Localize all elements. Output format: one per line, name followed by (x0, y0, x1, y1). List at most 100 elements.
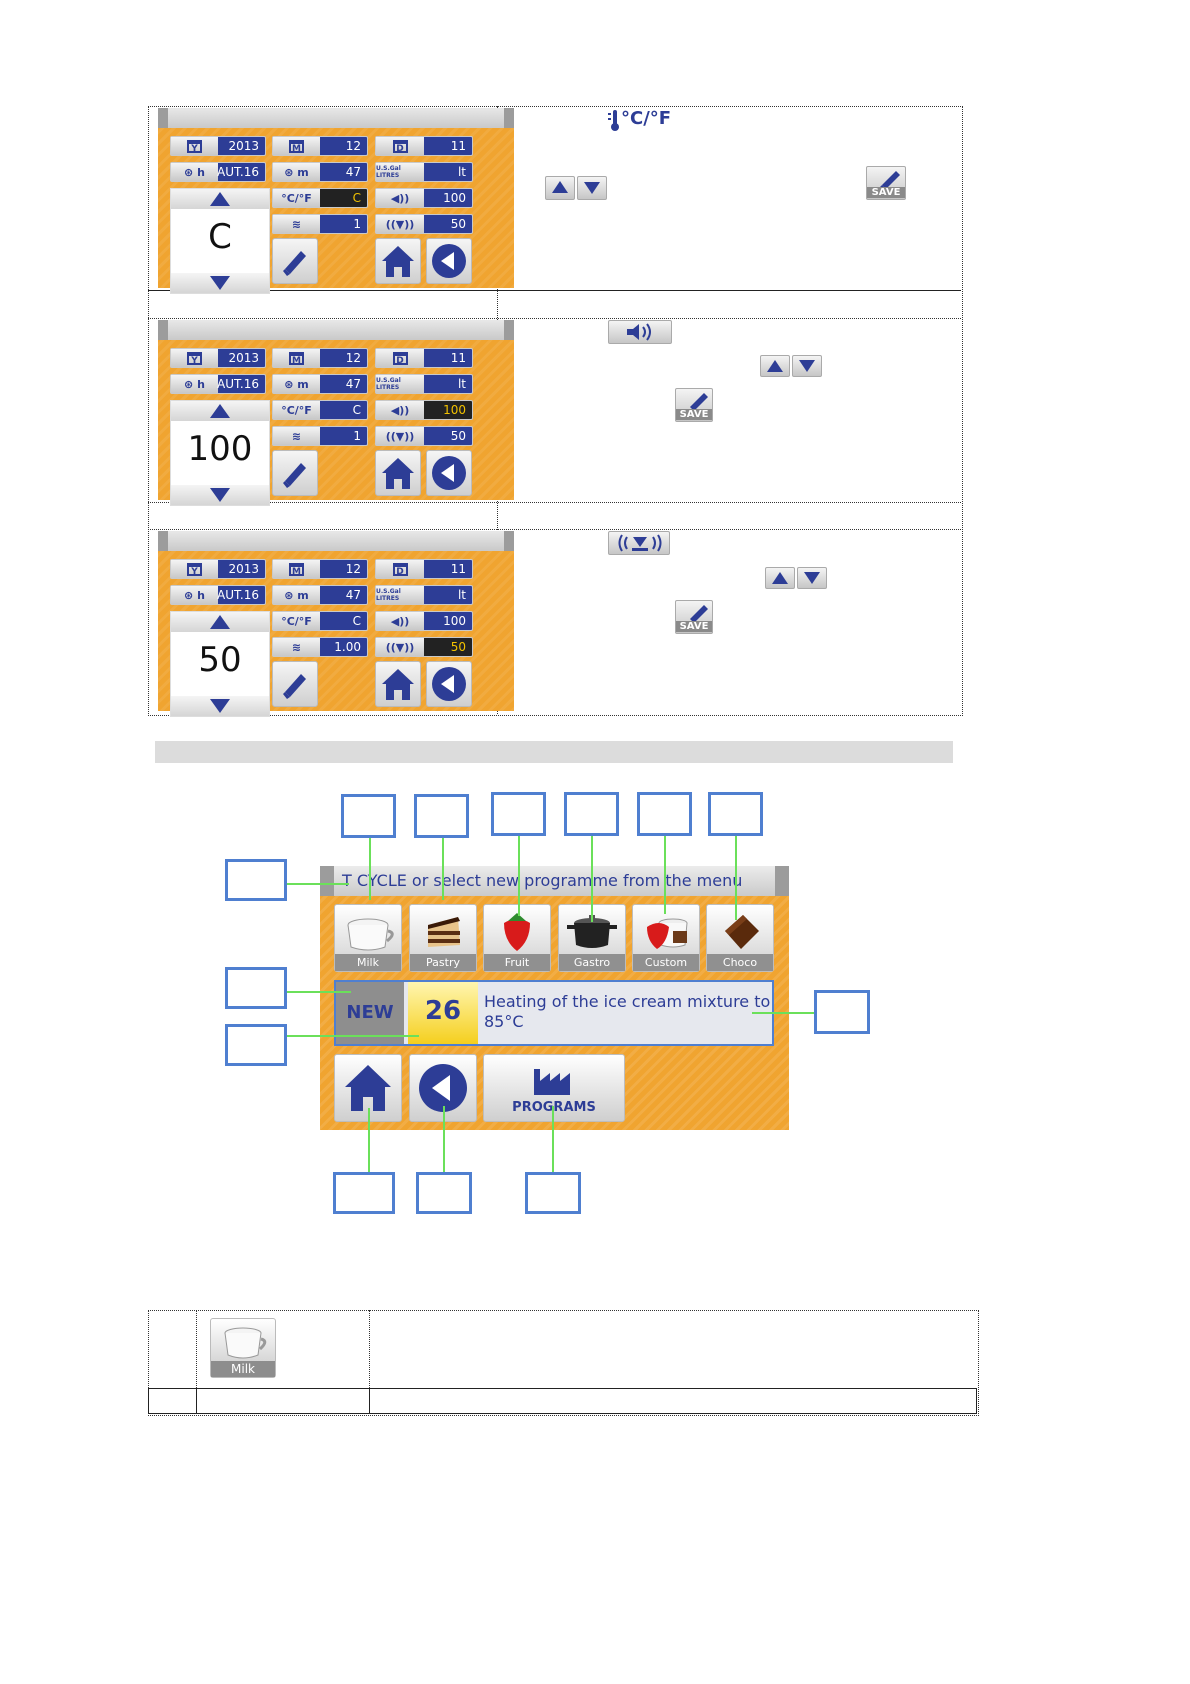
wave-field[interactable]: ≋1.00 (272, 637, 368, 657)
vibration-field[interactable]: ((▼))50 (375, 214, 473, 234)
unit-field[interactable]: U.S.Gal LITRES lt (375, 585, 473, 605)
edit-button[interactable] (272, 661, 318, 707)
vibration-field[interactable]: ((▼))50 (375, 637, 473, 657)
wave-field[interactable]: ≋1 (272, 426, 368, 446)
pointer-line (442, 838, 444, 900)
field-value: 2013 (228, 139, 259, 153)
decrement-button[interactable] (171, 485, 269, 505)
volume-unit-icon: U.S.Gal LITRES (376, 377, 401, 391)
wave-icon: ≋ (291, 429, 302, 443)
decrement-button[interactable] (171, 273, 269, 293)
down-arrow-button[interactable] (797, 567, 827, 589)
up-arrow-button[interactable] (765, 567, 795, 589)
field-value: lt (457, 588, 466, 602)
home-button[interactable] (334, 1054, 402, 1122)
field-value: AUT.16 (217, 588, 259, 602)
down-arrow-button[interactable] (577, 176, 607, 200)
value-editor[interactable]: 100 (170, 400, 270, 506)
field-value: 11 (450, 562, 466, 576)
callout-box (333, 1172, 395, 1214)
table-row-divider (148, 529, 961, 530)
field-value: 1 (353, 217, 361, 231)
vibration-icon: ((▼)) (385, 640, 415, 654)
back-button[interactable] (409, 1054, 477, 1122)
program-button-pastry[interactable]: Pastry (409, 904, 477, 972)
pointer-line (735, 836, 737, 920)
back-button[interactable] (426, 450, 472, 496)
down-arrow-button[interactable] (792, 355, 822, 377)
field-value: 2013 (228, 351, 259, 365)
program-button-milk[interactable]: Milk (334, 904, 402, 972)
thermometer-icon: °C/°F (281, 403, 312, 417)
value-editor[interactable]: C (170, 188, 270, 294)
save-button[interactable]: SAVE (675, 600, 713, 634)
vibration-field[interactable]: ((▼))50 (375, 426, 473, 446)
volume-field[interactable]: ◀))100 (375, 611, 473, 631)
panel-top-bar (158, 320, 514, 340)
pencil-icon (283, 463, 306, 488)
home-button[interactable] (375, 661, 421, 707)
pencil-icon (690, 605, 708, 623)
program-button-fruit[interactable]: Fruit (483, 904, 551, 972)
up-arrow-button[interactable] (545, 176, 575, 200)
volume-field[interactable]: ◀))100 (375, 400, 473, 420)
field-value: lt (457, 165, 466, 179)
value-editor[interactable]: 50 (170, 611, 270, 717)
decrement-button[interactable] (171, 696, 269, 716)
edit-button[interactable] (272, 238, 318, 284)
arrow-down-icon (210, 699, 230, 713)
back-button[interactable] (426, 661, 472, 707)
back-button[interactable] (426, 238, 472, 284)
program-button-custom[interactable]: Custom (632, 904, 700, 972)
table-row-divider (148, 290, 961, 291)
callout-box (225, 1024, 287, 1066)
wave-field[interactable]: ≋1 (272, 214, 368, 234)
program-label: Choco (707, 954, 773, 971)
home-button[interactable] (375, 450, 421, 496)
edit-button[interactable] (272, 450, 318, 496)
volume-field[interactable]: ◀))100 (375, 188, 473, 208)
home-icon (382, 246, 414, 277)
calendar-month-icon: M (289, 562, 304, 577)
increment-button[interactable] (171, 189, 269, 209)
save-button[interactable]: SAVE (675, 388, 713, 422)
field-value: 1.00 (334, 640, 361, 654)
arrow-up-icon (210, 404, 230, 418)
speaker-icon (627, 323, 651, 341)
save-button[interactable]: SAVE (866, 166, 906, 200)
strawberry-icon (504, 913, 530, 951)
program-button-choco[interactable]: Choco (706, 904, 774, 972)
home-button[interactable] (375, 238, 421, 284)
clock-minute-icon: ⊛ m (284, 588, 309, 602)
increment-button[interactable] (171, 612, 269, 632)
programs-button[interactable]: PROGRAMS (483, 1054, 625, 1122)
up-arrow-button[interactable] (760, 355, 790, 377)
increment-button[interactable] (171, 401, 269, 421)
field-value: 11 (450, 351, 466, 365)
pointer-line (752, 1012, 814, 1014)
volume-unit-icon: U.S.Gal LITRES (376, 588, 401, 602)
pencil-icon (880, 171, 900, 189)
